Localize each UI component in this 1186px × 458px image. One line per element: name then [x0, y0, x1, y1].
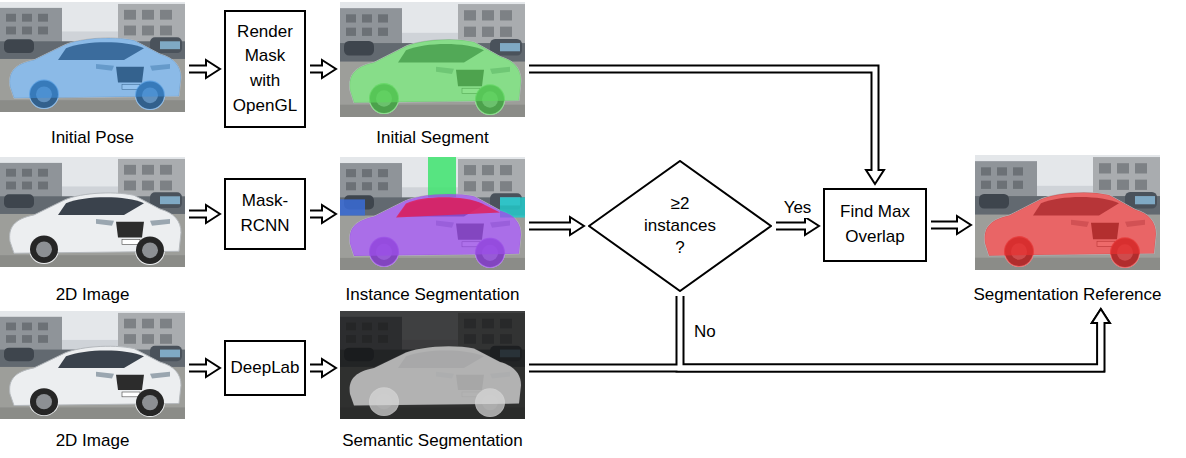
decision-label: ≥2 instances ? [639, 193, 721, 259]
arrow-fill [310, 212, 324, 217]
arrow-head [206, 205, 220, 223]
box-label: Mask-RCNN [232, 189, 298, 238]
arrow-head [570, 217, 584, 235]
image-panel: Segmentation Reference [975, 155, 1160, 305]
photo-initial-pose [0, 2, 185, 112]
image-panel: Instance Segmentation [340, 157, 525, 305]
hollow-arrow [189, 60, 220, 78]
hollow-arrow [529, 217, 584, 235]
hollow-arrow [310, 205, 336, 223]
arrow-head [322, 60, 336, 78]
hollow-arrow [931, 216, 971, 234]
photo-segmentation-reference [975, 155, 1160, 270]
image-caption: 2D Image [56, 285, 130, 305]
arrow-fill [680, 296, 1101, 368]
arrow-outline [680, 296, 1101, 368]
diamond-shape [589, 161, 771, 291]
image-caption: Segmentation Reference [973, 285, 1161, 305]
photo-instance-segmentation [340, 157, 525, 270]
arrow-head [957, 216, 971, 234]
arrow-head [206, 359, 220, 377]
image-caption: 2D Image [56, 431, 130, 451]
arrow-fill [529, 322, 1101, 369]
hollow-arrow [529, 309, 1110, 368]
arrow-fill [310, 366, 324, 371]
box-label: Render Mask with OpenGL [232, 20, 298, 119]
arrow-fill [189, 212, 208, 217]
edge-label: Yes [782, 198, 814, 218]
arrow-fill [189, 67, 208, 72]
image-panel: Semantic Segmentation [340, 311, 525, 451]
process-box: Render Mask with OpenGL [224, 10, 306, 128]
image-panel: 2D Image [0, 311, 185, 451]
box-label: Find Max Overlap [831, 200, 919, 249]
arrow-fill [931, 223, 959, 228]
arrow-head [1092, 309, 1110, 323]
arrow-fill [189, 366, 208, 371]
hollow-arrow [680, 296, 1110, 368]
arrow-head [866, 170, 884, 184]
hollow-arrow [776, 217, 819, 235]
arrow-head [322, 205, 336, 223]
photo-input [0, 311, 185, 419]
arrow-head [206, 60, 220, 78]
arrow-head [805, 217, 819, 235]
hollow-arrow [529, 69, 884, 184]
photo-input [0, 157, 185, 267]
arrow-outline [529, 323, 1101, 368]
image-caption: Instance Segmentation [346, 285, 520, 305]
process-box: Find Max Overlap [823, 188, 927, 262]
arrow-outline [529, 69, 875, 170]
arrow-head [1092, 309, 1110, 323]
arrow-fill [310, 67, 324, 72]
image-caption: Initial Pose [51, 128, 134, 148]
photo-semantic-segmentation [340, 311, 525, 419]
arrow-fill [529, 224, 572, 229]
edge-label: No [692, 322, 718, 342]
process-box: Mask-RCNN [224, 178, 306, 250]
image-panel: Initial Segment [340, 2, 525, 148]
hollow-arrow [310, 359, 336, 377]
photo-initial-segment [340, 2, 525, 117]
image-panel: Initial Pose [0, 2, 185, 148]
arrow-fill [529, 69, 875, 172]
hollow-arrow [189, 359, 220, 377]
decision-diamond: ≥2 instances ? [588, 160, 772, 292]
image-caption: Semantic Segmentation [342, 431, 523, 451]
process-box: DeepLab [224, 340, 306, 396]
hollow-arrow [310, 60, 336, 78]
box-label: DeepLab [231, 356, 300, 381]
image-panel: 2D Image [0, 157, 185, 305]
image-caption: Initial Segment [376, 128, 488, 148]
arrow-head [322, 359, 336, 377]
arrow-fill [776, 224, 807, 229]
hollow-arrow [189, 205, 220, 223]
